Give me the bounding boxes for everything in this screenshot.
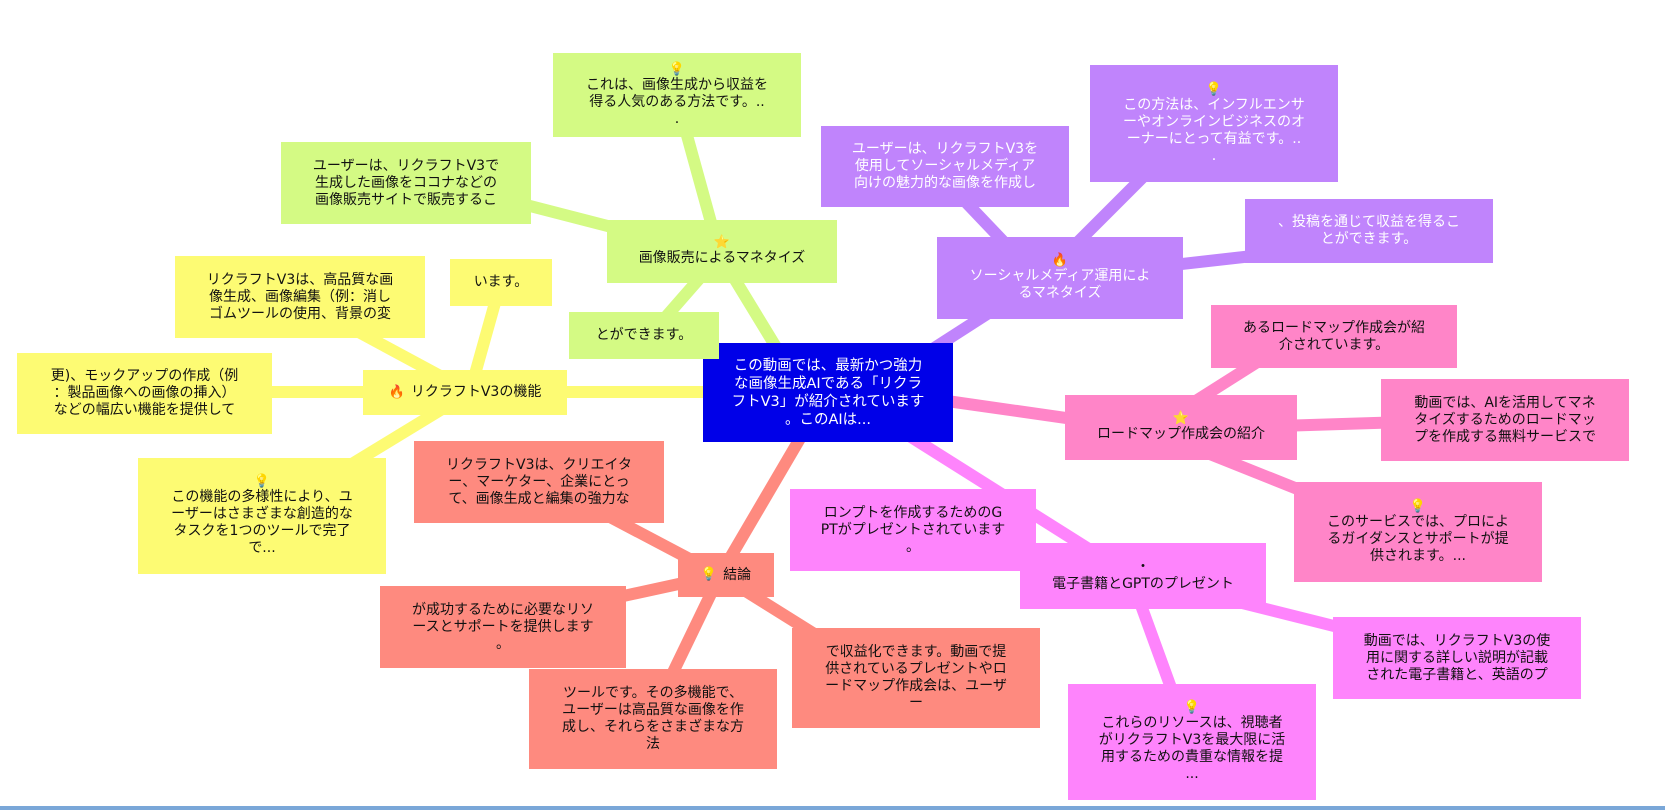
features-title-node[interactable]: 🔥 リクラフトV3の機能 — [363, 370, 567, 415]
image-sales-tip-text: これは、画像生成から収益を 得る人気のある方法です。.. . — [586, 76, 768, 127]
roadmap-detail2-node[interactable]: 動画では、AIを活用してマネ タイズするためのロードマッ プを作成する無料サービ… — [1381, 379, 1629, 461]
conclusion-detail1-node[interactable]: リクラフトV3は、クリエイタ ー、マーケター、企業にとっ て、画像生成と編集の強… — [414, 441, 664, 523]
social-tip-node[interactable]: 💡 この方法は、インフルエンサ ーやオンラインビジネスのオ ーナーにとって有益で… — [1090, 65, 1338, 182]
roadmap-detail1-node[interactable]: あるロードマップ作成会が紹 介されています。 — [1211, 305, 1457, 368]
ebook-title-text: ・ 電子書籍とGPTのプレゼント — [1052, 559, 1234, 592]
conclusion-detail2-node[interactable]: が成功するために必要なリソ ースとサポートを提供します 。 — [380, 586, 626, 668]
features-detail3-text: 更)、モックアップの作成（例 ：製品画像への画像の挿入） などの幅広い機能を提供… — [50, 368, 239, 418]
image-sales-title-node[interactable]: ⭐ 画像販売によるマネタイズ — [607, 220, 837, 283]
social-detail-text: ユーザーは、リクラフトV3を 使用してソーシャルメディア 向けの魅力的な画像を作… — [851, 141, 1039, 191]
link-root-conclusion — [714, 426, 811, 579]
ebook-detail1-text: ロンプトを作成するためのG PTがプレゼントされています 。 — [820, 504, 1006, 555]
social-detail-node[interactable]: ユーザーは、リクラフトV3を 使用してソーシャルメディア 向けの魅力的な画像を作… — [821, 126, 1069, 207]
social-tip-text: この方法は、インフルエンサ ーやオンラインビジネスのオ ーナーにとって有益です。… — [1123, 96, 1305, 164]
features-detail3-node[interactable]: 更)、モックアップの作成（例 ：製品画像への画像の挿入） などの幅広い機能を提供… — [17, 353, 272, 434]
star-icon: ⭐ — [713, 235, 731, 250]
features-title-text: リクラフトV3の機能 — [410, 384, 542, 400]
root-text: この動画では、最新かつ強力 な画像生成AIである「リクラ フトV3」が紹介されて… — [731, 357, 925, 428]
features-tip-node[interactable]: 💡 この機能の多様性により、ユ ーザーはさまざまな創造的な タスクを1つのツール… — [138, 458, 386, 574]
bulb-icon: 💡 — [1409, 498, 1427, 514]
social-cont-text: 、投稿を通じて収益を得るこ とができます。 — [1278, 214, 1460, 247]
bulb-icon: 💡 — [253, 474, 271, 489]
star-icon: ⭐ — [1172, 411, 1190, 426]
conclusion-detail4-node[interactable]: で収益化できます。動画で提 供されているプレゼントやロ ードマップ作成会は、ユー… — [792, 628, 1040, 728]
roadmap-title-node[interactable]: ⭐ ロードマップ作成会の紹介 — [1065, 395, 1297, 460]
ebook-detail1-node[interactable]: ロンプトを作成するためのG PTがプレゼントされています 。 — [790, 489, 1036, 571]
features-tip-text: この機能の多様性により、ユ ーザーはさまざまな創造的な タスクを1つのツールで完… — [171, 489, 353, 556]
social-title-node[interactable]: 🔥 ソーシャルメディア運用によ るマネタイズ — [937, 237, 1183, 319]
roadmap-tip-text: このサービスでは、プロによ るガイダンスとサポートが提 供されます。... — [1327, 513, 1509, 564]
features-detail2-node[interactable]: います。 — [450, 259, 552, 306]
ebook-title-node[interactable]: ・ 電子書籍とGPTのプレゼント — [1020, 543, 1266, 609]
ebook-detail2-node[interactable]: 動画では、リクラフトV3の使 用に関する詳しい説明が記載 された電子書籍と、英語… — [1333, 617, 1581, 699]
features-detail2-text: います。 — [473, 274, 529, 290]
ebook-tip-node[interactable]: 💡 これらのリソースは、視聴者 がリクラフトV3を最大限に活 用するための貴重な… — [1068, 684, 1316, 800]
social-cont-node[interactable]: 、投稿を通じて収益を得るこ とができます。 — [1245, 199, 1493, 263]
image-sales-cont-text: とができます。 — [595, 327, 693, 343]
image-sales-detail-node[interactable]: ユーザーは、リクラフトV3で 生成した画像をココナなどの 画像販売サイトで販売す… — [281, 142, 531, 224]
image-sales-detail-text: ユーザーは、リクラフトV3で 生成した画像をココナなどの 画像販売サイトで販売す… — [312, 157, 500, 208]
image-sales-cont-node[interactable]: とができます。 — [569, 312, 719, 359]
conclusion-detail2-text: が成功するために必要なリソ ースとサポートを提供します 。 — [412, 601, 594, 652]
roadmap-title-text: ロードマップ作成会の紹介 — [1097, 426, 1265, 442]
bulb-icon: 💡 — [668, 61, 686, 77]
features-detail1-text: リクラフトV3は、高品質な画 像生成、画像編集（例：消し ゴムツールの使用、背景… — [206, 271, 394, 322]
conclusion-detail3-text: ツールです。その多機能で、 ユーザーは高品質な画像を作 成し、それらをさまざまな… — [562, 685, 744, 752]
bottom-scroll-bar[interactable] — [0, 806, 1665, 810]
roadmap-tip-node[interactable]: 💡 このサービスでは、プロによ るガイダンスとサポートが提 供されます。... — [1294, 482, 1542, 582]
roadmap-detail1-text: あるロードマップ作成会が紹 介されています。 — [1243, 319, 1425, 353]
fire-icon: 🔥 — [388, 384, 405, 400]
conclusion-detail3-node[interactable]: ツールです。その多機能で、 ユーザーは高品質な画像を作 成し、それらをさまざまな… — [529, 669, 777, 769]
bulb-icon: 💡 — [1205, 81, 1223, 97]
fire-icon: 🔥 — [1051, 253, 1069, 268]
bulb-icon: 💡 — [700, 567, 718, 582]
image-sales-tip-node[interactable]: 💡 これは、画像生成から収益を 得る人気のある方法です。.. . — [553, 53, 801, 137]
conclusion-title-node[interactable]: 💡 結論 — [678, 553, 774, 597]
conclusion-detail4-text: で収益化できます。動画で提 供されているプレゼントやロ ードマップ作成会は、ユー… — [825, 644, 1007, 711]
conclusion-title-text: 結論 — [723, 566, 752, 583]
ebook-detail2-text: 動画では、リクラフトV3の使 用に関する詳しい説明が記載 された電子書籍と、英語… — [1363, 632, 1551, 683]
features-detail1-node[interactable]: リクラフトV3は、高品質な画 像生成、画像編集（例：消し ゴムツールの使用、背景… — [175, 256, 425, 338]
conclusion-detail1-text: リクラフトV3は、クリエイタ ー、マーケター、企業にとっ て、画像生成と編集の強… — [446, 456, 632, 507]
roadmap-detail2-text: 動画では、AIを活用してマネ タイズするためのロードマッ プを作成する無料サービ… — [1414, 394, 1596, 445]
bulb-icon: 💡 — [1183, 700, 1201, 715]
ebook-tip-text: これらのリソースは、視聴者 がリクラフトV3を最大限に活 用するための貴重な情報… — [1098, 715, 1286, 782]
image-sales-title-text: 画像販売によるマネタイズ — [638, 250, 806, 266]
root-node[interactable]: この動画では、最新かつ強力 な画像生成AIである「リクラ フトV3」が紹介されて… — [703, 343, 953, 442]
social-title-text: ソーシャルメディア運用によ るマネタイズ — [969, 268, 1151, 301]
